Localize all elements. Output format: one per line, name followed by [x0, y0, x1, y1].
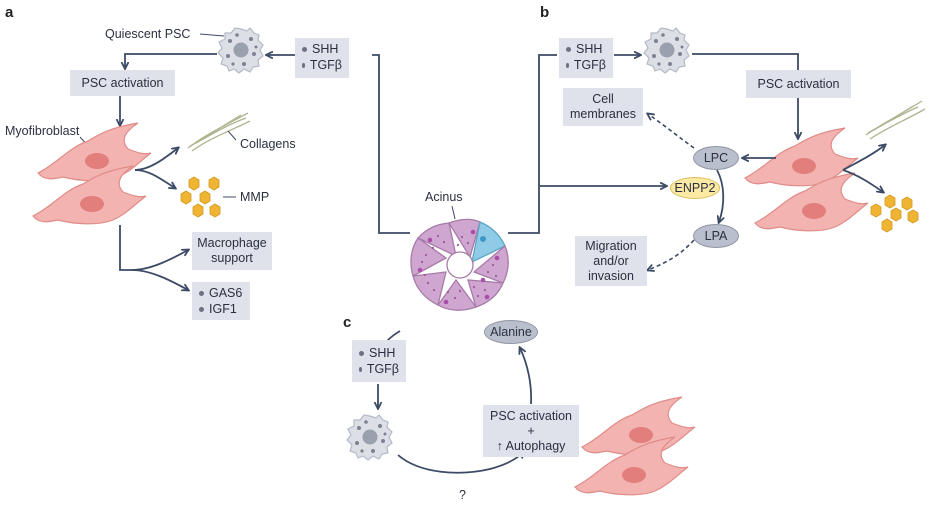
signal-tgfb-a: TGFβ: [302, 57, 342, 73]
factor-igf1: IGF1: [199, 301, 243, 317]
psc-to-activation-line-b: [692, 53, 799, 70]
mmp-hex-3: [180, 190, 192, 205]
mmp-hex-6: [209, 203, 221, 218]
to-factors-arrow: [131, 269, 188, 290]
collagen-fibres-b: [865, 100, 926, 140]
panel-label-a: a: [5, 4, 14, 21]
signal-shh-c: SHH: [359, 345, 399, 361]
mmp-hex-b3: [870, 203, 882, 218]
mmp-hex-5: [192, 203, 204, 218]
to-collagens-arrow-b: [842, 145, 885, 171]
signal-shh-a: SHH: [302, 41, 342, 57]
signal-tgfb-c: TGFβ: [359, 361, 399, 377]
psc-to-activation-arrow-a: [125, 53, 217, 68]
macrophage-support-box: Macrophage support: [192, 232, 272, 270]
quiescent-psc-label: Quiescent PSC: [105, 27, 191, 41]
activation-line-1: PSC activation: [490, 408, 572, 423]
acinus-to-signals-line-b: [508, 54, 557, 234]
panel-label-b: b: [540, 4, 550, 21]
unknown-mechanism-label: ?: [459, 488, 466, 502]
mmp-hex-b2: [901, 196, 913, 211]
activation-line-2: +: [527, 423, 535, 438]
collagen-fibres-a: [187, 112, 251, 152]
cell-membranes-box: Cell membranes: [563, 88, 643, 126]
mmp-hex-b4: [890, 207, 902, 222]
quiescent-psc-cell-a: [217, 27, 264, 74]
myofibroblast-cell-c1: [581, 396, 696, 456]
migration-line-2: and/or: [593, 253, 629, 268]
mmp-hex-b6: [881, 218, 893, 233]
psc-cell-b: [643, 27, 690, 74]
enpp2-node: ENPP2: [670, 177, 720, 199]
cell-membranes-line-1: Cell: [592, 92, 614, 106]
mmp-hex-b1: [884, 194, 896, 209]
to-macrophage-arrow: [119, 225, 188, 271]
cell-membranes-line-2: membranes: [570, 107, 636, 121]
signal-shh-b: SHH: [566, 41, 606, 57]
migration-line-3: invasion: [588, 268, 634, 283]
signals-box-a: SHH TGFβ: [295, 38, 349, 78]
signal-tgfb-b: TGFβ: [566, 57, 606, 73]
acinus-leader: [451, 205, 456, 220]
signals-box-b: SHH TGFβ: [559, 38, 613, 78]
activation-autophagy-box: PSC activation + ↑ Autophagy: [483, 405, 579, 457]
alanine-node: Alanine: [484, 320, 538, 344]
quiescent-psc-leader: [199, 33, 225, 37]
activation-line-3: ↑ Autophagy: [496, 438, 566, 453]
signals-box-c: SHH TGFβ: [352, 340, 406, 382]
lpc-to-lpa-arrow: [716, 169, 723, 222]
acinus-graphic: [410, 218, 509, 311]
lpc-node: LPC: [693, 146, 739, 170]
psc-cell-c: [346, 414, 393, 461]
panel-label-c: c: [343, 314, 352, 331]
mmp-hex-1: [188, 176, 200, 191]
macrophage-line-2: support: [211, 251, 253, 265]
mmp-hex-4: [199, 190, 211, 205]
myofibroblast-label: Myofibroblast: [5, 124, 80, 138]
lpc-to-membranes-arrow: [648, 114, 695, 149]
factor-gas6: GAS6: [199, 285, 243, 301]
acinus-to-signals-line-a: [372, 54, 410, 234]
mmp-hex-2: [208, 176, 220, 191]
collagens-label: Collagens: [240, 137, 296, 151]
factors-box: GAS6 IGF1: [192, 282, 250, 320]
to-mmp-arrow-a: [134, 169, 175, 188]
mmp-hex-b5: [907, 209, 919, 224]
to-mmp-arrow-b: [842, 169, 883, 192]
psc-to-activation-arrow-c: [397, 452, 524, 474]
activation-to-alanine-arrow: [520, 348, 533, 405]
collagens-leader: [227, 130, 237, 141]
acinus-label: Acinus: [425, 190, 463, 204]
mmp-label: MMP: [240, 190, 270, 204]
migration-line-1: Migration: [585, 238, 637, 253]
psc-activation-box-a: PSC activation: [70, 70, 175, 96]
lpa-node: LPA: [693, 224, 739, 248]
macrophage-line-1: Macrophage: [197, 236, 267, 250]
lpa-to-migration-arrow: [648, 239, 695, 270]
migration-box: Migration and/or invasion: [575, 236, 647, 286]
psc-activation-box-b: PSC activation: [746, 70, 851, 98]
